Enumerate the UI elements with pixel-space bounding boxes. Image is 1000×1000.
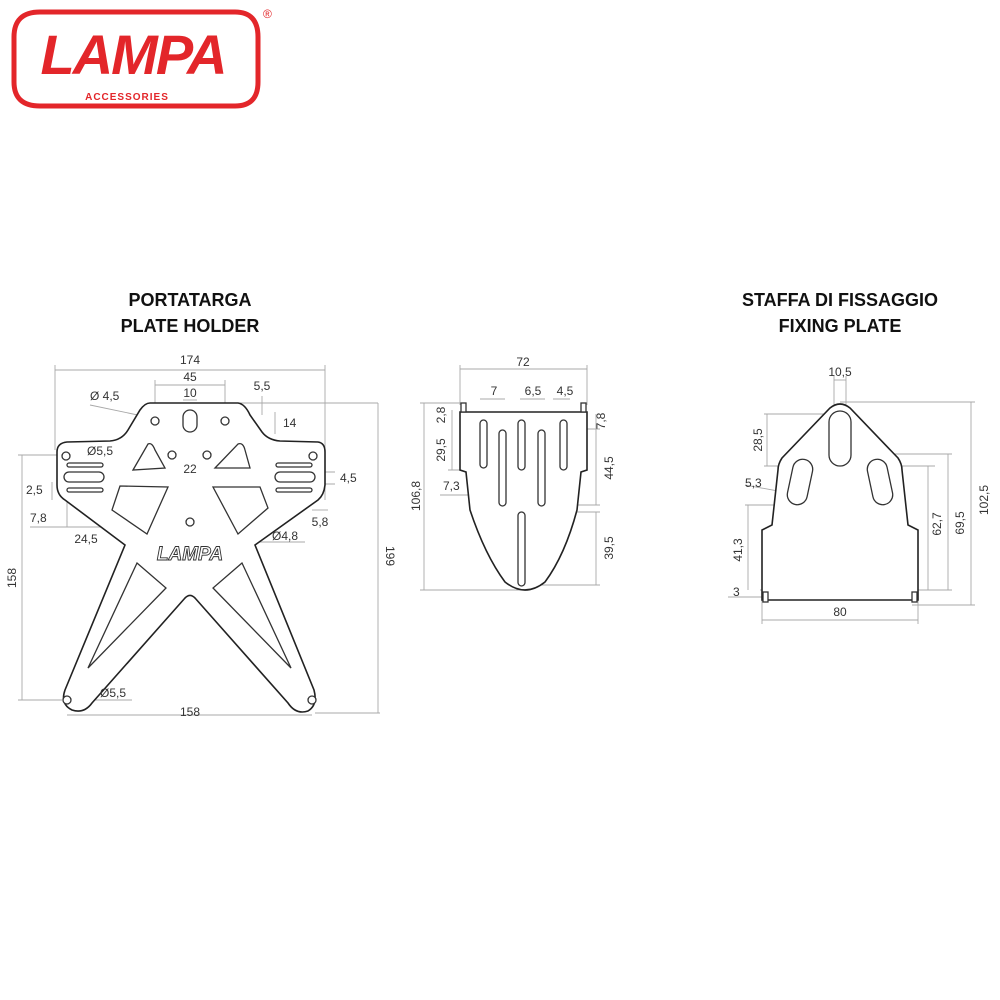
dim-side-height: 158	[5, 568, 19, 588]
fixing-plate-title-en: FIXING PLATE	[779, 316, 902, 336]
logo-registered: ®	[263, 7, 272, 21]
dim-top-slot-width: 10,5	[828, 365, 852, 379]
dim-slot-width: 10	[183, 386, 197, 400]
dim-top-tab: 2,8	[434, 406, 448, 423]
dim-slot-height: 14	[283, 416, 297, 430]
fixing-plate-drawing: 10,5 28,5 5,3 41,3 3 80 62,7 69,5 102,5	[728, 365, 991, 624]
dim-shoulder-height: 69,5	[953, 511, 967, 535]
dim-slot-a: 7	[491, 384, 498, 398]
dim-hole-side: Ø5,5	[87, 444, 113, 458]
dim-slot-gap: 2,5	[26, 483, 43, 497]
dim-side-slot-height: 62,7	[930, 512, 944, 536]
dim-hole-spacing-mid: 22	[183, 462, 197, 476]
dim-upper-height: 29,5	[434, 438, 448, 462]
dim-hole-bottom: Ø5,5	[100, 686, 126, 700]
logo-brand: LAMPA	[41, 23, 226, 86]
dim-bottom-width: 158	[180, 705, 200, 719]
dim-edge-offset: 7,8	[30, 511, 47, 525]
dim-base-height: 41,3	[731, 538, 745, 562]
dim-width: 80	[833, 605, 847, 619]
dim-hole-spacing-top: 45	[183, 370, 197, 384]
dim-slot-c: 4,5	[557, 384, 574, 398]
fixing-plate-title-it: STAFFA DI FISSAGGIO	[742, 290, 938, 310]
lampa-logo: LAMPA ACCESSORIES ®	[11, 7, 272, 109]
middle-plate-drawing: 72 7 6,5 4,5 2,8 29,5 7,8 44,5 106,8 7,3…	[409, 355, 616, 591]
dim-top-offset: 5,5	[254, 379, 271, 393]
dim-slot-b: 6,5	[525, 384, 542, 398]
dim-slot-length: 24,5	[74, 532, 98, 546]
dim-hole-center: Ø4,8	[272, 529, 298, 543]
dim-overall-height: 199	[383, 546, 397, 566]
plate-holder-title-en: PLATE HOLDER	[121, 316, 260, 336]
dim-overall-height: 106,8	[409, 481, 423, 511]
dim-overall-height: 102,5	[977, 485, 991, 515]
dim-lower-slot: 39,5	[602, 536, 616, 560]
middle-plate-outline	[459, 411, 588, 591]
dim-slot-length: 44,5	[602, 456, 616, 480]
fixing-plate-outline	[761, 403, 919, 601]
plate-holder-drawing: LAMPA 174 45 10 5,5 14 Ø 4,5 Ø5,5 22 2,5…	[5, 353, 397, 719]
dim-top-slot-height: 28,5	[751, 428, 765, 452]
dim-side-offset: 7,3	[443, 479, 460, 493]
dim-overall-width: 174	[180, 353, 200, 367]
dim-side-slot-width: 5,3	[745, 476, 762, 490]
dim-width: 72	[516, 355, 530, 369]
dim-slot-gap-right: 4,5	[340, 471, 357, 485]
logo-tagline: ACCESSORIES	[85, 92, 169, 103]
embossed-logo: LAMPA	[157, 544, 223, 565]
plate-holder-title-it: PORTATARGA	[129, 290, 252, 310]
dim-top-offset-right: 7,8	[594, 412, 608, 429]
dim-foot: 3	[733, 585, 740, 599]
dim-edge-offset-right: 5,8	[312, 515, 329, 529]
dim-hole-top: Ø 4,5	[90, 389, 120, 403]
